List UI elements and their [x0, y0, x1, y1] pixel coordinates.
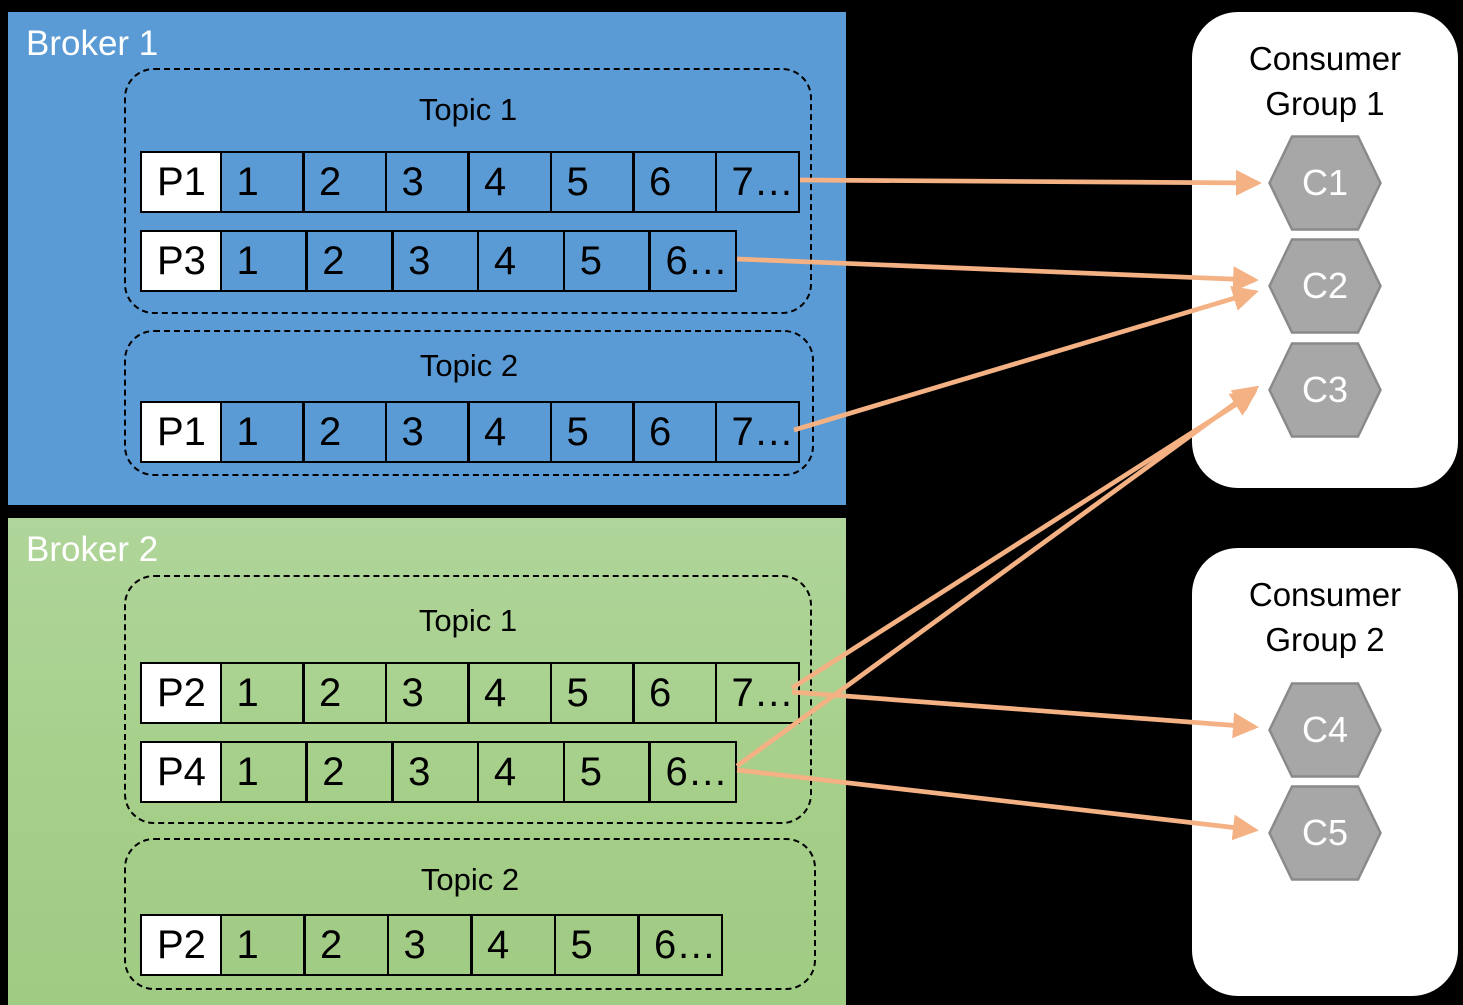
partition-row-b1t2-p1: P1 1 2 3 4 5 6 7… — [140, 401, 800, 463]
message-cell: 2 — [305, 230, 394, 292]
consumer-group-2-title: Consumer Group 2 — [1192, 572, 1458, 662]
consumer-c1-hexagon: C1 — [1268, 135, 1382, 231]
message-cell: 3 — [384, 151, 470, 213]
hexagon-icon — [1268, 785, 1382, 881]
consumer-group-1-title-line2: Group 1 — [1265, 85, 1385, 122]
partition-row-b1t1-p3: P3 1 2 3 4 5 6… — [140, 230, 737, 292]
message-cell: 3 — [391, 230, 480, 292]
message-cell: 4 — [467, 401, 552, 463]
consumer-c3-hexagon: C3 — [1268, 342, 1382, 438]
message-cell: 5 — [549, 401, 635, 463]
broker2-topic2-title: Topic 2 — [420, 862, 520, 897]
arrow-b2t1p2-to-c4 — [791, 689, 1259, 739]
arrow-b1t2p1-to-c2 — [793, 285, 1259, 433]
hexagon-icon — [1268, 135, 1382, 231]
message-cell: 6… — [648, 230, 737, 292]
message-cell: 2 — [302, 151, 387, 213]
message-cell: 7… — [714, 662, 800, 724]
broker-1-label: Broker 1 — [26, 24, 159, 63]
partition-label-cell: P2 — [140, 914, 222, 976]
message-cell: 3 — [384, 662, 470, 724]
message-cell: 1 — [219, 914, 306, 976]
broker1-topic2-title: Topic 2 — [419, 348, 519, 383]
broker-2-box: Broker 2 Topic 1 P2 1 2 3 4 5 6 7… P4 1 … — [8, 518, 846, 1005]
partition-row-b1t1-p1: P1 1 2 3 4 5 6 7… — [140, 151, 800, 213]
consumer-group-1-title: Consumer Group 1 — [1192, 36, 1458, 126]
partition-row-b2t1-p2: P2 1 2 3 4 5 6 7… — [140, 662, 800, 724]
broker-1-box: Broker 1 Topic 1 P1 1 2 3 4 5 6 7… P3 1 … — [8, 12, 846, 505]
message-cell: 2 — [302, 401, 387, 463]
message-cell: 1 — [219, 151, 305, 213]
consumer-group-2-title-line2: Group 2 — [1265, 621, 1385, 658]
partition-row-b2t2-p2: P2 1 2 3 4 5 6… — [140, 914, 723, 976]
message-cell: 1 — [219, 401, 305, 463]
consumer-label: C5 — [1301, 812, 1349, 853]
message-cell: 4 — [476, 741, 566, 803]
message-cell: 5 — [562, 230, 651, 292]
partition-label-cell: P3 — [140, 230, 222, 292]
message-cell: 7… — [714, 401, 800, 463]
partition-label-cell: P4 — [140, 741, 222, 803]
message-cell: 3 — [386, 914, 473, 976]
message-cell: 4 — [467, 662, 552, 724]
hexagon-icon — [1268, 342, 1382, 438]
consumer-c2-hexagon: C2 — [1268, 238, 1382, 334]
consumer-group-1-title-line1: Consumer — [1248, 40, 1402, 77]
message-cell: 1 — [219, 662, 305, 724]
message-cell: 2 — [302, 662, 387, 724]
consumer-group-2-title-line1: Consumer — [1248, 576, 1402, 613]
message-cell: 5 — [549, 151, 635, 213]
message-cell: 6… — [637, 914, 723, 976]
partition-label-cell: P1 — [140, 401, 222, 463]
message-cell: 4 — [467, 151, 552, 213]
arrow-b1t1p1-to-c1 — [799, 169, 1262, 196]
consumer-c4-hexagon: C4 — [1268, 682, 1382, 778]
consumer-label: C1 — [1301, 162, 1349, 203]
consumer-group-1-box: Consumer Group 1 C1 C2 C3 — [1192, 12, 1458, 488]
hexagon-icon — [1268, 238, 1382, 334]
broker1-topic1-title: Topic 1 — [418, 92, 518, 127]
broker1-topic1-box: Topic 1 P1 1 2 3 4 5 6 7… P3 1 2 3 4 5 6… — [124, 68, 812, 314]
broker2-topic2-box: Topic 2 P2 1 2 3 4 5 6… — [124, 838, 816, 990]
message-cell: 6 — [632, 401, 717, 463]
message-cell: 1 — [219, 230, 308, 292]
consumer-label: C4 — [1301, 709, 1349, 750]
consumer-label: C3 — [1301, 369, 1349, 410]
arrow-b2t1p2-to-c3 — [790, 390, 1258, 690]
message-cell: 7… — [714, 151, 800, 213]
consumer-group-2-box: Consumer Group 2 C4 C5 — [1192, 548, 1458, 996]
broker2-topic1-title: Topic 1 — [418, 603, 518, 638]
message-cell: 4 — [470, 914, 556, 976]
message-cell: 6… — [648, 741, 737, 803]
hexagon-icon — [1268, 682, 1382, 778]
message-cell: 6 — [632, 151, 717, 213]
message-cell: 5 — [562, 741, 651, 803]
message-cell: 3 — [384, 401, 470, 463]
broker-2-label: Broker 2 — [26, 530, 159, 569]
partition-row-b2t1-p4: P4 1 2 3 4 5 6… — [140, 741, 737, 803]
message-cell: 1 — [219, 741, 308, 803]
message-cell: 4 — [476, 230, 566, 292]
broker1-topic2-box: Topic 2 P1 1 2 3 4 5 6 7… — [124, 330, 814, 476]
message-cell: 5 — [549, 662, 635, 724]
message-cell: 5 — [553, 914, 640, 976]
consumer-c5-hexagon: C5 — [1268, 785, 1382, 881]
message-cell: 6 — [632, 662, 717, 724]
message-cell: 3 — [391, 741, 480, 803]
message-cell: 2 — [305, 741, 394, 803]
partition-label-cell: P2 — [140, 662, 222, 724]
partition-label-cell: P1 — [140, 151, 222, 213]
consumer-label: C2 — [1301, 265, 1349, 306]
broker2-topic1-box: Topic 1 P2 1 2 3 4 5 6 7… P4 1 2 3 4 5 6… — [124, 575, 812, 824]
message-cell: 2 — [303, 914, 389, 976]
